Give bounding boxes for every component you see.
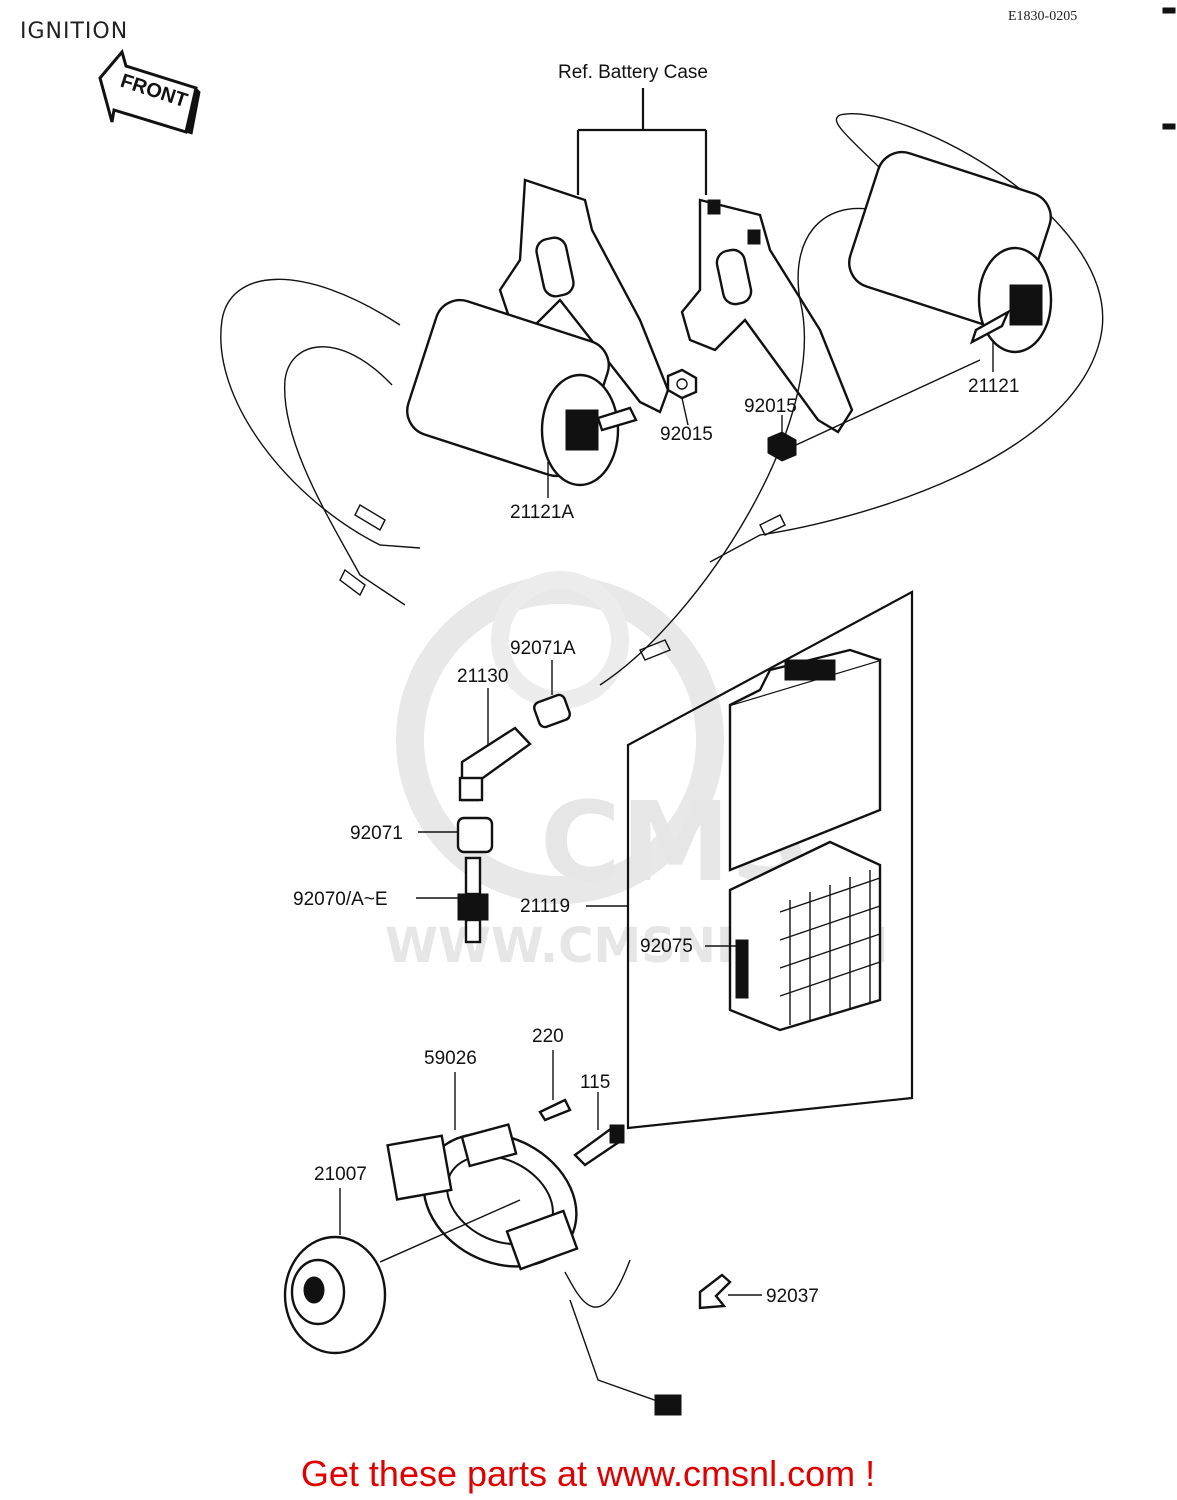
part-label-115: 115 bbox=[580, 1072, 610, 1093]
battery-ref-label: Ref. Battery Case bbox=[558, 62, 708, 83]
cover-92075 bbox=[728, 840, 882, 1032]
page-title: IGNITION bbox=[20, 19, 128, 44]
part-label-92071a: 92071A bbox=[510, 638, 576, 659]
bolt-220 bbox=[538, 1098, 572, 1122]
clamp-92037 bbox=[698, 1273, 732, 1310]
plug-cap-21130 bbox=[458, 726, 532, 802]
part-label-21119: 21119 bbox=[520, 896, 570, 917]
part-label-21007: 21007 bbox=[314, 1164, 367, 1185]
timing-rotor-21007 bbox=[283, 1199, 521, 1355]
battery-ref-leader bbox=[576, 88, 708, 195]
cap-92071a bbox=[533, 693, 571, 729]
promo-link[interactable]: Get these parts at www.cmsnl.com ! bbox=[301, 1453, 875, 1494]
cap-92071 bbox=[456, 816, 494, 854]
leader-lines bbox=[339, 340, 994, 1296]
spark-plug-92070 bbox=[457, 856, 489, 944]
part-label-21121a: 21121A bbox=[510, 502, 574, 523]
part-label-92071: 92071 bbox=[350, 823, 403, 844]
part-label-220: 220 bbox=[532, 1026, 564, 1047]
pickup-coil-59026 bbox=[386, 1123, 682, 1416]
margin-mark bbox=[1162, 7, 1176, 14]
nut-92015-b bbox=[767, 431, 797, 462]
part-label-92015-b: 92015 bbox=[744, 396, 797, 417]
battery-bracket-left bbox=[498, 178, 670, 414]
leader-line bbox=[795, 359, 981, 446]
igniter-21119 bbox=[626, 590, 914, 1130]
part-label-92015-a: 92015 bbox=[660, 424, 713, 445]
front-arrow-icon: FRONT bbox=[98, 48, 201, 135]
nut-92015-a bbox=[666, 368, 698, 400]
ignition-coil-right bbox=[599, 113, 1104, 686]
bolt-115 bbox=[573, 1124, 625, 1167]
part-label-59026: 59026 bbox=[424, 1048, 477, 1069]
part-label-92070: 92070/A~E bbox=[293, 889, 388, 910]
margin-mark bbox=[1162, 123, 1176, 130]
ignition-coil-left bbox=[220, 278, 638, 606]
diagram-code: E1830-0205 bbox=[1008, 9, 1077, 24]
part-label-92075: 92075 bbox=[640, 936, 693, 957]
part-label-21130: 21130 bbox=[457, 666, 508, 687]
part-label-92037: 92037 bbox=[766, 1286, 819, 1307]
battery-bracket-right bbox=[680, 198, 854, 434]
part-label-21121: 21121 bbox=[968, 376, 1019, 397]
